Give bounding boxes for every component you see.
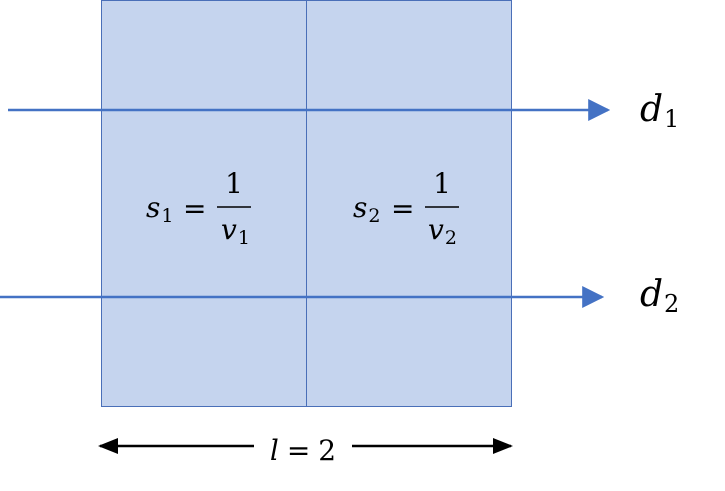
- cell-2: [306, 0, 512, 407]
- svg-text:1: 1: [225, 167, 243, 200]
- svg-text:v2: v2: [428, 213, 457, 249]
- ray-2-label: d2: [640, 274, 679, 318]
- svg-text:s1: s1: [146, 191, 173, 227]
- cell-1: [101, 0, 307, 407]
- svg-text:1: 1: [433, 167, 451, 200]
- ray-1-label: d1: [640, 89, 679, 133]
- svg-text:v1: v1: [221, 213, 250, 249]
- cell-1-equation: s1 = 1 v1: [146, 167, 251, 249]
- cell-2-equation: s2 = 1 v2: [353, 167, 459, 249]
- svg-text:=: =: [391, 192, 414, 225]
- svg-text:s2: s2: [353, 191, 380, 227]
- dimension-label: l=2: [270, 434, 336, 467]
- svg-text:=: =: [183, 192, 206, 225]
